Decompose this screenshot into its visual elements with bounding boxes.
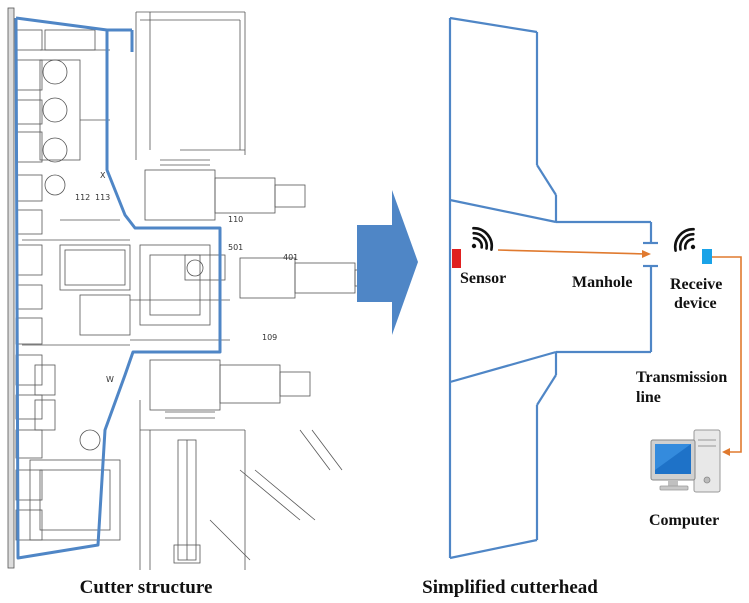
callout-109: 109 [262,333,277,342]
signal-arrow [497,249,651,258]
callout-113: 113 [95,193,110,202]
sensor-wifi-signal-icon [471,226,494,251]
receive-device-icon [702,249,712,264]
transmission-line-label-line1: Transmission [636,369,727,386]
callout-112: 112 [75,193,90,202]
callout-x: X [100,171,106,180]
motor-assemblies [144,159,366,564]
receive-device-label-line2: device [674,295,717,312]
computer-label: Computer [649,512,719,529]
sensor-icon [452,249,461,268]
manhole-label: Manhole [572,274,632,291]
transmission-line-label-line2: line [636,389,661,406]
callout-501: 501 [228,243,243,252]
sensor-label: Sensor [460,270,506,287]
computer-icon [650,429,721,493]
transmission-line [712,256,742,453]
cutter-structure-drawing: 112 113 X 110 501 401 109 W [7,7,366,570]
cutter-outline-left [14,16,222,560]
receiver-wifi-signal-icon [673,227,696,252]
callout-401: 401 [283,253,298,262]
central-mechanism [59,244,230,341]
receive-device-label-line1: Receive [670,276,722,293]
big-right-arrow-icon [357,190,418,335]
simplified-cutterhead-caption: Simplified cutterhead [422,577,598,598]
cutter-structure-caption: Cutter structure [80,577,213,598]
callout-w: W [106,375,114,384]
lower-cabinet [29,364,121,541]
simplified-cutterhead-outline [448,16,658,560]
callout-110: 110 [228,215,243,224]
